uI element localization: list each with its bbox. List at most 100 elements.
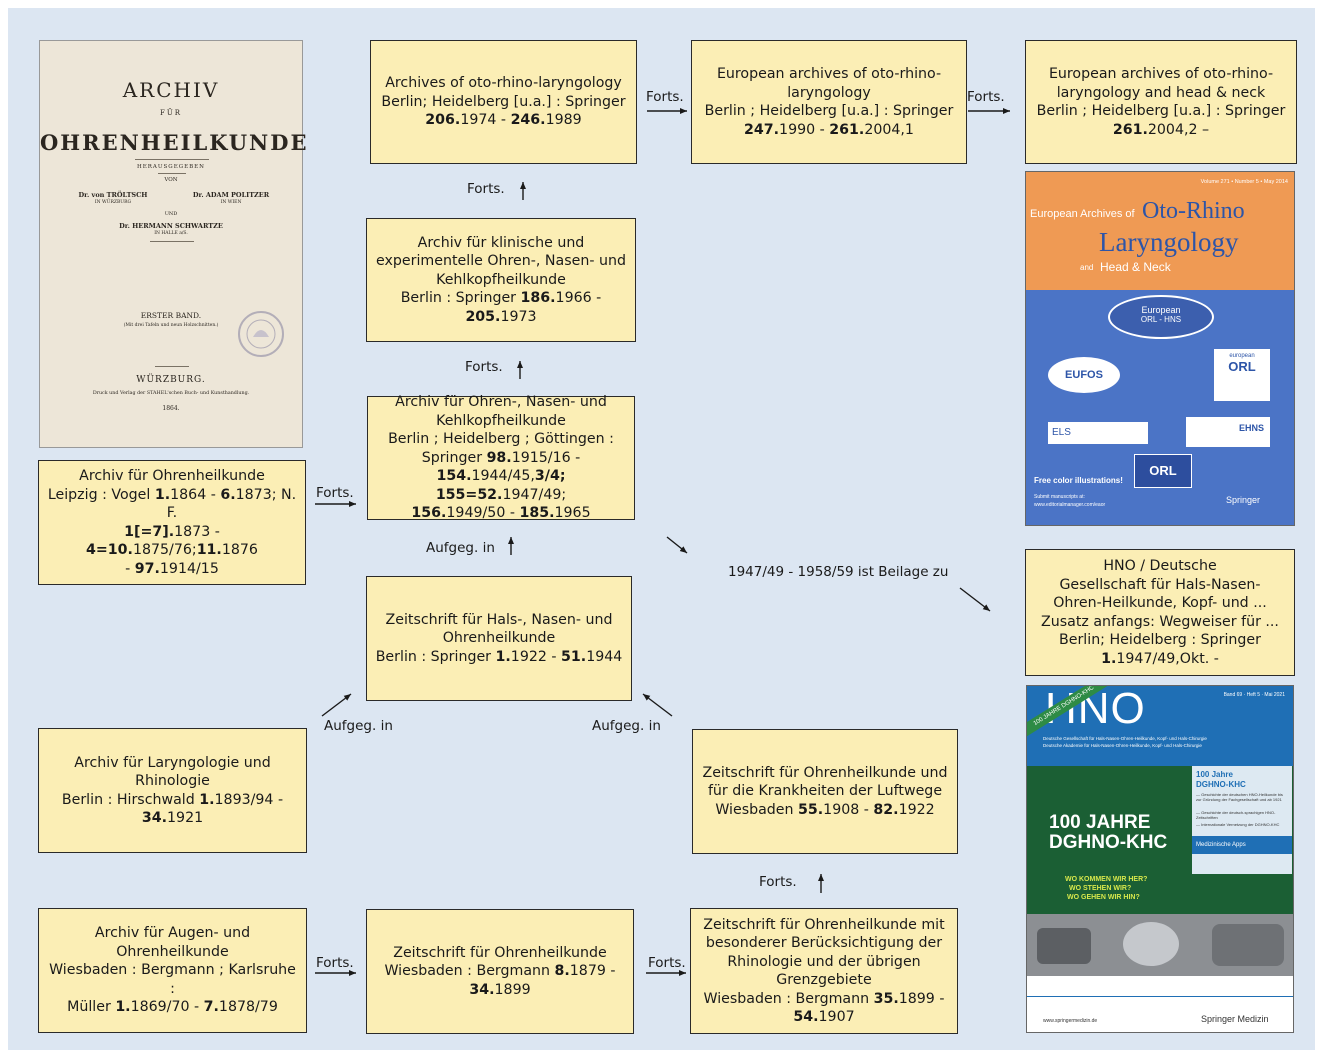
node-title: Kehlkopfheilkunde: [436, 271, 566, 288]
node-holdings: 34.1921: [141, 810, 204, 826]
node-holdings: Berlin : Springer 186.1966 -: [400, 290, 602, 307]
node-archiv-fuer-ohrenheilkunde: Archiv für Ohrenheilkunde Leipzig : Voge…: [38, 460, 306, 585]
cover-photo: [1027, 914, 1293, 976]
label-forts: Forts.: [646, 89, 684, 105]
node-publisher: Berlin; Heidelberg : Springer: [1059, 632, 1261, 648]
cover-title-line: ARCHIV: [122, 78, 220, 102]
label-forts: Forts.: [759, 874, 797, 890]
node-holdings: 154.1944/45,3/4; 155=52.1947/49;: [435, 468, 567, 503]
cover-editor-place: IN WIEN: [220, 200, 242, 205]
node-holdings: Wiesbaden : Bergmann 8.1879 -: [384, 963, 616, 980]
node-publisher: Berlin ; Heidelberg ; Göttingen :: [388, 431, 614, 448]
cover-editor: Dr. von TRÖLTSCH: [78, 191, 148, 199]
cover-url: www.springermedizin.de: [1043, 1018, 1098, 1024]
node-title: Ohrenheilkunde: [442, 630, 556, 647]
cover-headline: DGHNO-KHC: [1049, 832, 1168, 853]
cover-title-small: European Archives of: [1030, 208, 1135, 220]
node-publisher: Wiesbaden : Bergmann ; Karlsruhe :: [49, 962, 296, 997]
cover-title-main: OHRENHEILKUNDE: [40, 130, 309, 155]
node-archives-oto-rhino-laryngology: Archives of oto-rhino-laryngology Berlin…: [370, 40, 637, 164]
label-forts: Forts.: [316, 485, 354, 501]
node-publisher: Berlin ; Heidelberg [u.a.] : Springer: [704, 103, 954, 119]
cover-question: WO STEHEN WIR?: [1069, 885, 1132, 892]
eufos-logo: EUFOS: [1048, 357, 1120, 393]
node-holdings: - 97.1914/15: [125, 560, 219, 577]
cover-title-small: Head & Neck: [1100, 260, 1171, 274]
cover-editor-place: IN WÜRZBURG: [94, 200, 132, 205]
node-title: Grenzgebiete: [776, 972, 872, 988]
node-title: European archives of oto-rhino-: [716, 66, 942, 82]
node-holdings: 206.1974 - 246.1989: [425, 112, 582, 129]
node-title: laryngology: [787, 84, 871, 101]
node-archiv-augen-ohrenheilkunde: Archiv für Augen- und Ohrenheilkunde Wie…: [38, 908, 307, 1033]
cover-archiv-ohrenheilkunde: ARCHIV FÜR OHRENHEILKUNDE HERAUSGEGEBEN …: [39, 40, 309, 448]
node-title: Rhinologie: [135, 773, 210, 789]
label-forts: Forts.: [465, 359, 503, 375]
label-forts: Forts.: [967, 89, 1005, 105]
node-title: laryngology and head & neck: [1056, 84, 1266, 101]
cover-issue: Volume 271 • Number 5 • May 2014: [1200, 179, 1288, 185]
cover-question: WO GEHEN WIR HIN?: [1067, 894, 1140, 901]
cover-editor-place: IN HALLE a/S.: [154, 231, 188, 236]
cover-issue: Band 69 · Heft 5 · Mai 2021: [1223, 692, 1285, 698]
cover-apps-band: Medizinische Apps: [1192, 836, 1292, 854]
cover-subtitle: Deutsche Akademie für Hals-Nasen-Ohren-H…: [1043, 743, 1202, 748]
label-forts: Forts.: [467, 181, 505, 197]
node-title: Zeitschrift für Ohrenheilkunde mit: [703, 916, 945, 933]
node-holdings: 1.1947/49,Okt. -: [1101, 650, 1219, 667]
node-title: Zeitschrift für Ohrenheilkunde: [393, 944, 607, 961]
cover-note: Submit manuscripts at:: [1034, 494, 1085, 500]
node-holdings: 54.1907: [793, 1009, 855, 1025]
cover-title-line: FÜR: [159, 109, 183, 117]
arrow-beilage-part2: [959, 587, 991, 612]
els-logo: ELS: [1048, 422, 1148, 444]
node-holdings: Wiesbaden : Bergmann 35.1899 -: [703, 990, 945, 1007]
cover-url: www.editorialmanager.com/eaor: [1034, 502, 1106, 508]
node-title: Archiv für Laryngologie und: [74, 754, 271, 771]
cover-title-small: and: [1080, 263, 1094, 272]
label-aufgeg-in: Aufgeg. in: [592, 718, 661, 734]
node-title: Zeitschrift für Hals-, Nasen- und: [385, 611, 613, 628]
cover-line: VON: [164, 177, 178, 183]
cover-city: WÜRZBURG.: [136, 375, 206, 385]
label-aufgeg-in: Aufgeg. in: [426, 540, 495, 556]
arrow-beilage-part1: [666, 536, 688, 554]
node-holdings: 34.1899: [469, 981, 531, 998]
label-aufgeg-in: Aufgeg. in: [324, 718, 393, 734]
node-title: Kehlkopfheilkunde: [436, 412, 566, 429]
node-title: für die Krankheiten der Luftwege: [707, 783, 943, 800]
library-stamp-icon: [238, 311, 284, 357]
node-title: European archives of oto-rhino-: [1048, 66, 1274, 82]
node-zeitschrift-ohrenheilkunde-luftwege: Zeitschrift für Ohrenheilkunde und für d…: [692, 729, 958, 854]
node-holdings: Berlin : Springer 1.1922 - 51.1944: [375, 648, 623, 665]
node-note: Zusatz anfangs: Wegweiser für ...: [1041, 613, 1279, 630]
academy-orl-logo: european ORL: [1214, 349, 1270, 401]
node-european-archives-oto-rhino-laryngology: European archives of oto-rhino- laryngol…: [691, 40, 967, 164]
arrow-aufgeg-laryngologie-to-zs-hals: [321, 693, 352, 717]
node-holdings: 156.1949/50 - 185.1965: [411, 505, 591, 522]
node-title: Archiv für Ohrenheilkunde: [79, 468, 265, 484]
node-title: Archiv für klinische und: [417, 234, 585, 251]
node-title: Zeitschrift für Ohrenheilkunde und: [702, 764, 948, 781]
node-archiv-laryngologie-rhinologie: Archiv für Laryngologie und Rhinologie B…: [38, 728, 307, 853]
node-european-archives-head-neck: European archives of oto-rhino- laryngol…: [1025, 40, 1297, 164]
node-zeitschrift-ohrenheilkunde-rhinologie: Zeitschrift für Ohrenheilkunde mit beson…: [690, 908, 958, 1034]
cover-line: HERAUSGEGEBEN: [136, 164, 205, 170]
label-beilage: 1947/49 - 1958/59 ist Beilage zu: [728, 564, 949, 580]
node-title: Rhinologie und der übrigen: [727, 953, 921, 970]
cover-year: 1864.: [162, 405, 180, 412]
node-hno: HNO / Deutsche Gesellschaft für Hals-Nas…: [1025, 549, 1295, 676]
cover-editor: Dr. ADAM POLITZER: [192, 191, 270, 199]
cover-editor: Dr. HERMANN SCHWARTZE: [119, 222, 223, 230]
springer-logo: Springer: [1226, 495, 1261, 505]
cover-title-main: Oto-Rhino: [1142, 198, 1245, 224]
node-archiv-klinische-experimentelle: Archiv für klinische und experimentelle …: [366, 218, 636, 342]
node-title: Gesellschaft für Hals-Nasen-: [1059, 576, 1261, 593]
node-holdings: 205.1973: [465, 308, 537, 325]
cover-european-archives: Volume 271 • Number 5 • May 2014 Europea…: [1025, 171, 1295, 526]
node-title: HNO / Deutsche: [1103, 558, 1217, 574]
node-title: Archiv für Ohren-, Nasen- und: [395, 394, 607, 411]
cover-headline: 100 JAHRE: [1049, 812, 1151, 833]
cover-hno: HNO 100 JAHRE DGHNO-KHC Band 69 · Heft 5…: [1026, 685, 1294, 1033]
node-holdings: 261.2004,2 –: [1112, 121, 1210, 138]
